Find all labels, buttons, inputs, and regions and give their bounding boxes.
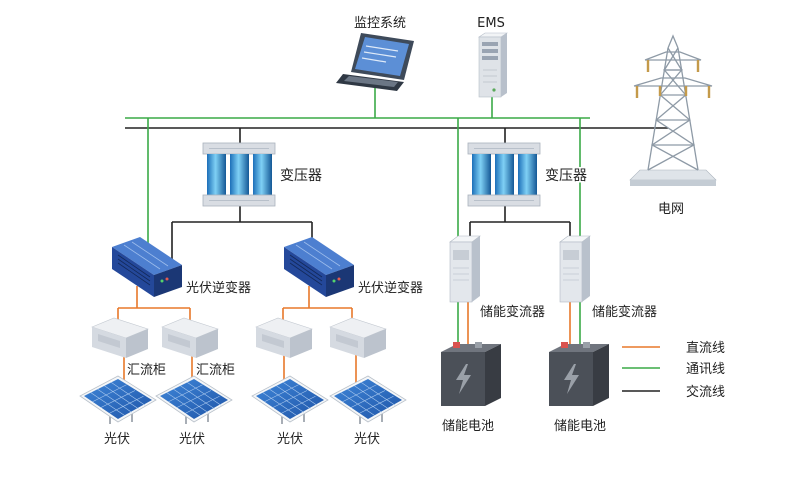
storage-converter-2-label: 储能变流器 (592, 304, 657, 320)
legend-ac-label: 交流线 (686, 384, 725, 400)
dc-line-inverter-2 (282, 286, 353, 324)
pv-inverter-2-label: 光伏逆变器 (358, 280, 423, 296)
transformer-2-label: 变压器 (545, 168, 587, 184)
laptop-icon (336, 33, 414, 91)
solar-panel-2-icon (155, 375, 233, 424)
transformer-1-label: 变压器 (280, 168, 322, 184)
combiner-box-4-icon (329, 317, 387, 358)
storage-battery-1-icon (441, 342, 501, 406)
transformer-2-icon (467, 142, 541, 207)
power-tower-icon (629, 34, 717, 186)
storage-battery-2-icon (549, 342, 609, 406)
combiner-1-label: 汇流柜 (127, 363, 166, 378)
storage-battery-2-label: 储能电池 (554, 419, 606, 434)
combiner-box-1-icon (91, 317, 149, 358)
ems-server-icon (478, 32, 508, 98)
pv-2-label: 光伏 (179, 432, 205, 447)
solar-panel-1-icon (79, 375, 157, 424)
storage-converter-2-icon (559, 235, 591, 303)
pv-1-label: 光伏 (104, 432, 130, 447)
ac-line-transformer-1-bottom (171, 206, 313, 262)
legend-comm-label: 通讯线 (686, 362, 725, 377)
ac-lines (125, 127, 668, 262)
monitoring-system-label: 监控系统 (354, 16, 406, 31)
storage-converter-1-icon (449, 235, 481, 303)
pv-inverter-2-icon (284, 237, 354, 297)
legend: 直流线 通讯线 交流线 (622, 341, 725, 400)
solar-panel-4-icon (329, 375, 407, 424)
pv-inverter-1-label: 光伏逆变器 (186, 280, 251, 296)
combiner-box-2-icon (161, 317, 219, 358)
transformer-1-icon (202, 142, 276, 207)
combiner-2-label: 汇流柜 (196, 363, 235, 378)
combiner-box-3-icon (255, 317, 313, 358)
solar-panel-3-icon (251, 375, 329, 424)
grid-label: 电网 (658, 202, 684, 217)
comm-lines (125, 88, 590, 346)
pv-4-label: 光伏 (354, 432, 380, 447)
ems-label: EMS (477, 16, 505, 31)
storage-converter-1-label: 储能变流器 (480, 304, 545, 320)
storage-battery-1-label: 储能电池 (442, 419, 494, 434)
dc-line-inverter-1 (117, 286, 191, 324)
pv-inverter-1-icon (112, 237, 182, 297)
pv-3-label: 光伏 (277, 432, 303, 447)
ac-line-transformer-2-bottom (469, 206, 571, 240)
legend-dc-label: 直流线 (686, 341, 725, 356)
